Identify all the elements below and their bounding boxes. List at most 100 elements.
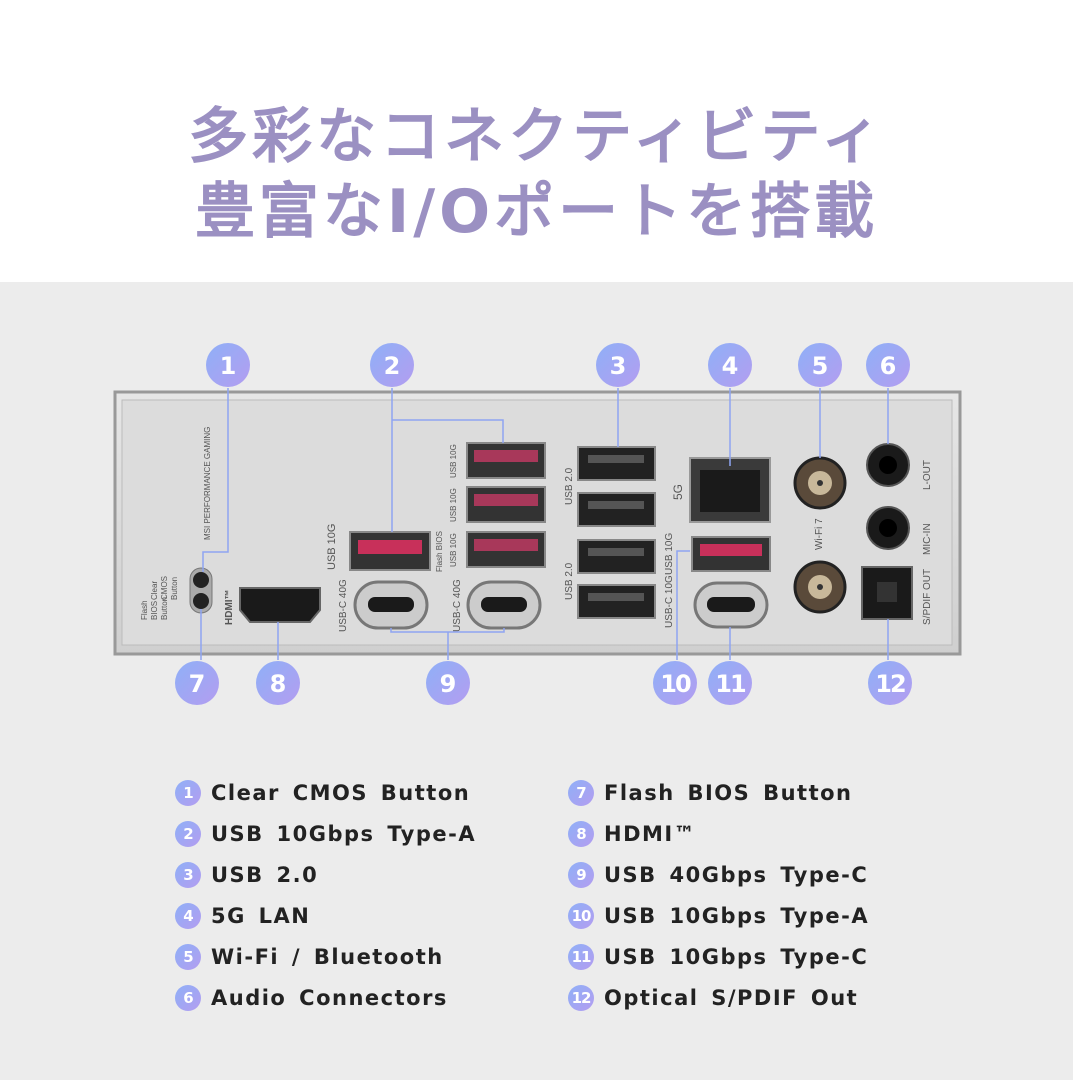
legend-badge: 8 bbox=[568, 821, 594, 847]
legend-item: 8 HDMI™ bbox=[568, 819, 696, 849]
legend-badge: 4 bbox=[175, 903, 201, 929]
cmos-label: CMOS bbox=[160, 576, 169, 600]
title-line-2: 豊富なI/Oポートを搭載 bbox=[194, 177, 879, 247]
badge-circle bbox=[868, 661, 912, 705]
legend-label: 5G LAN bbox=[211, 904, 311, 928]
legend-item: 3 USB 2.0 bbox=[175, 860, 318, 890]
callout-badge-6: 6 bbox=[866, 343, 910, 387]
button2-label: Button bbox=[160, 597, 169, 620]
legend-label: Audio Connectors bbox=[211, 986, 448, 1010]
legend-badge: 6 bbox=[175, 985, 201, 1011]
lout-label: L-OUT bbox=[922, 460, 933, 490]
badge-circle bbox=[256, 661, 300, 705]
badge-number: 8 bbox=[270, 670, 287, 698]
badge-circle bbox=[653, 661, 697, 705]
flash-bios-label: Flash BIOS bbox=[435, 531, 444, 572]
wifi-antenna-connectors bbox=[793, 456, 847, 614]
badge-number: 12 bbox=[875, 670, 905, 698]
legend-item: 12 Optical S/PDIF Out bbox=[568, 983, 858, 1013]
usbc40g-label: USB-C 40G bbox=[338, 579, 349, 632]
callout-badge-8: 8 bbox=[256, 661, 300, 705]
legend-label: Optical S/PDIF Out bbox=[604, 986, 859, 1010]
badge-number: 6 bbox=[880, 352, 897, 380]
title-line-1: 多彩なコネクティビティ bbox=[188, 102, 885, 172]
hdmi-label: HDMI™ bbox=[224, 589, 235, 625]
usbc40g-label: USB-C 40G bbox=[452, 579, 463, 632]
badge-circle bbox=[426, 661, 470, 705]
legend-badge: 2 bbox=[175, 821, 201, 847]
flash-label: Flash bbox=[140, 600, 149, 620]
badge-circle bbox=[175, 661, 219, 705]
legend-item: 5 Wi-Fi / Bluetooth bbox=[175, 942, 444, 972]
legend-item: 6 Audio Connectors bbox=[175, 983, 448, 1013]
usbc10g-label: USB-C 10G bbox=[664, 575, 675, 628]
flash-bios-button[interactable] bbox=[193, 593, 209, 609]
legend-item: 1 Clear CMOS Button bbox=[175, 778, 470, 808]
micin-label: MIC-IN bbox=[922, 523, 933, 555]
badge-number: 10 bbox=[660, 670, 691, 698]
clear-cmos-button[interactable] bbox=[193, 572, 209, 588]
legend-badge: 12 bbox=[568, 985, 594, 1011]
legend-badge: 3 bbox=[175, 862, 201, 888]
legend-badge: 5 bbox=[175, 944, 201, 970]
usb-2-ports bbox=[577, 446, 656, 619]
legend-badge: 7 bbox=[568, 780, 594, 806]
io-panel-diagram: MSI PERFORMANCE GAMING Clear CMOS Button… bbox=[113, 343, 962, 705]
callout-badge-3: 3 bbox=[596, 343, 640, 387]
badge-circle bbox=[708, 343, 752, 387]
legend-label: Wi-Fi / Bluetooth bbox=[211, 945, 444, 969]
button-label: Button bbox=[170, 577, 179, 600]
usb10g-label: USB 10G bbox=[449, 488, 458, 522]
legend-badge: 9 bbox=[568, 862, 594, 888]
usb10g-label: USB 10G bbox=[449, 533, 458, 567]
usb-a-10g-ports bbox=[466, 442, 546, 568]
hdmi-port bbox=[239, 587, 321, 623]
wifi-label: Wi-Fi 7 bbox=[814, 518, 825, 550]
legend-item: 11 USB 10Gbps Type-C bbox=[568, 942, 868, 972]
header-area bbox=[0, 0, 1073, 282]
usb10g-label: USB 10G bbox=[326, 524, 338, 570]
legend-label: USB 40Gbps Type-C bbox=[604, 863, 869, 887]
callout-badge-11: 11 bbox=[708, 661, 752, 705]
legend-label: Clear CMOS Button bbox=[211, 781, 471, 805]
badge-circle bbox=[596, 343, 640, 387]
badge-circle bbox=[866, 343, 910, 387]
legend-label: Flash BIOS Button bbox=[604, 781, 853, 805]
badge-number: 4 bbox=[722, 352, 739, 380]
callout-badge-12: 12 bbox=[868, 661, 912, 705]
legend-badge: 11 bbox=[568, 944, 594, 970]
badge-circle bbox=[206, 343, 250, 387]
callout-badge-1: 1 bbox=[206, 343, 250, 387]
callout-badge-2: 2 bbox=[370, 343, 414, 387]
callout-badge-5: 5 bbox=[798, 343, 842, 387]
clear-label: Clear bbox=[150, 581, 159, 600]
usb20-label: USB 2.0 bbox=[564, 467, 575, 505]
brand-label: MSI PERFORMANCE GAMING bbox=[203, 427, 212, 540]
legend-item: 7 Flash BIOS Button bbox=[568, 778, 853, 808]
legend-label: HDMI™ bbox=[604, 822, 697, 846]
legend-label: USB 10Gbps Type-A bbox=[211, 822, 477, 846]
badge-number: 3 bbox=[610, 352, 627, 380]
badge-number: 5 bbox=[812, 352, 829, 380]
legend-item: 4 5G LAN bbox=[175, 901, 310, 931]
badge-circle bbox=[798, 343, 842, 387]
legend-item: 9 USB 40Gbps Type-C bbox=[568, 860, 868, 890]
spdif-label: S/PDIF OUT bbox=[922, 569, 933, 625]
usb20-label: USB 2.0 bbox=[564, 562, 575, 600]
legend-badge: 10 bbox=[568, 903, 594, 929]
lan-speed-label: 5G bbox=[671, 484, 685, 500]
badge-number: 7 bbox=[189, 670, 206, 698]
usb10g-label: USB 10G bbox=[664, 533, 675, 575]
legend-label: USB 10Gbps Type-A bbox=[604, 904, 870, 928]
badge-number: 2 bbox=[384, 352, 401, 380]
legend-label: USB 2.0 bbox=[211, 863, 319, 887]
badge-number: 1 bbox=[220, 352, 237, 380]
legend-label: USB 10Gbps Type-C bbox=[604, 945, 869, 969]
legend-badge: 1 bbox=[175, 780, 201, 806]
legend-item: 10 USB 10Gbps Type-A bbox=[568, 901, 869, 931]
legend-item: 2 USB 10Gbps Type-A bbox=[175, 819, 476, 849]
callout-badge-7: 7 bbox=[175, 661, 219, 705]
badge-number: 11 bbox=[715, 670, 746, 698]
badge-circle bbox=[370, 343, 414, 387]
usb10g-label: USB 10G bbox=[449, 444, 458, 478]
